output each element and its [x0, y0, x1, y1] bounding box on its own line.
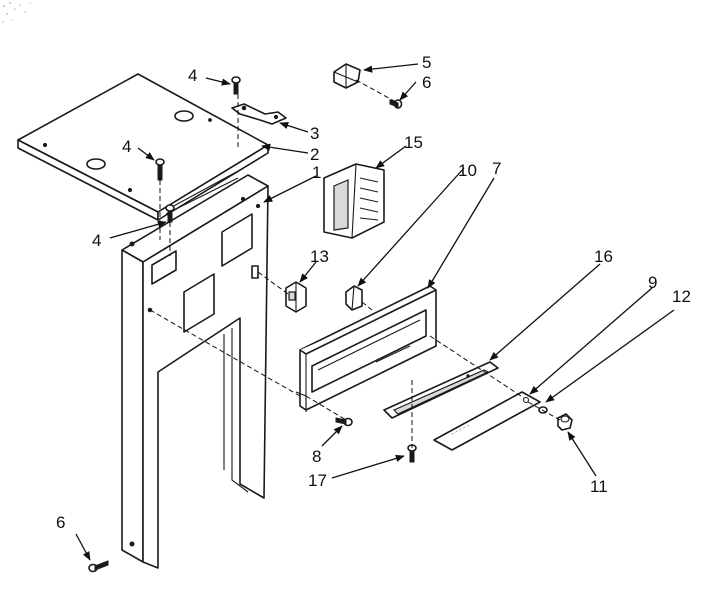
callout-2: 2 [310, 145, 319, 164]
screw-part-8 [335, 417, 353, 427]
knob-part-11 [557, 413, 573, 431]
switch-part-13 [285, 281, 307, 313]
top-plate-part-2 [17, 73, 269, 221]
screw-part-6-bottom [88, 560, 109, 573]
callout-6-top: 6 [422, 73, 431, 92]
front-column-part-1 [121, 169, 269, 569]
latch-part-10 [345, 285, 363, 311]
callout-4-top: 4 [188, 66, 197, 85]
callout-16: 16 [594, 247, 613, 266]
nameplate-part-9: ~ ~ ~ ~ ~ [433, 391, 541, 451]
callout-8: 8 [312, 447, 321, 466]
callout-5: 5 [422, 53, 431, 72]
callout-9: 9 [648, 273, 657, 292]
callout-15: 15 [404, 133, 423, 152]
assembly-lines [149, 79, 561, 448]
callout-1: 1 [312, 163, 321, 182]
display-lens-part-16 [383, 361, 499, 419]
leader-lines [75, 63, 675, 561]
callout-4-middle: 4 [122, 137, 131, 156]
callout-17: 17 [308, 471, 327, 490]
callout-7: 7 [492, 159, 501, 178]
scan-speckle [2, 2, 31, 23]
control-panel-part-7 [295, 285, 437, 412]
bracket-part-3 [231, 103, 287, 125]
screw-part-6-top [389, 99, 403, 109]
screw-part-4-middle [155, 158, 165, 181]
callout-13: 13 [310, 247, 329, 266]
callout-6-bottom: 6 [56, 513, 65, 532]
screw-part-4-lower [165, 204, 175, 223]
callout-labels: 1 2 3 4 4 4 5 6 6 7 8 9 10 11 12 13 15 1… [56, 53, 691, 532]
vent-grille-part-15 [323, 163, 385, 239]
clip-part-5 [333, 63, 361, 89]
callout-11: 11 [590, 477, 608, 496]
callout-10: 10 [458, 161, 477, 180]
screw-part-4-top [231, 76, 241, 95]
callout-12: 12 [672, 287, 691, 306]
callout-4-lower: 4 [92, 231, 101, 250]
callout-3: 3 [310, 124, 319, 143]
